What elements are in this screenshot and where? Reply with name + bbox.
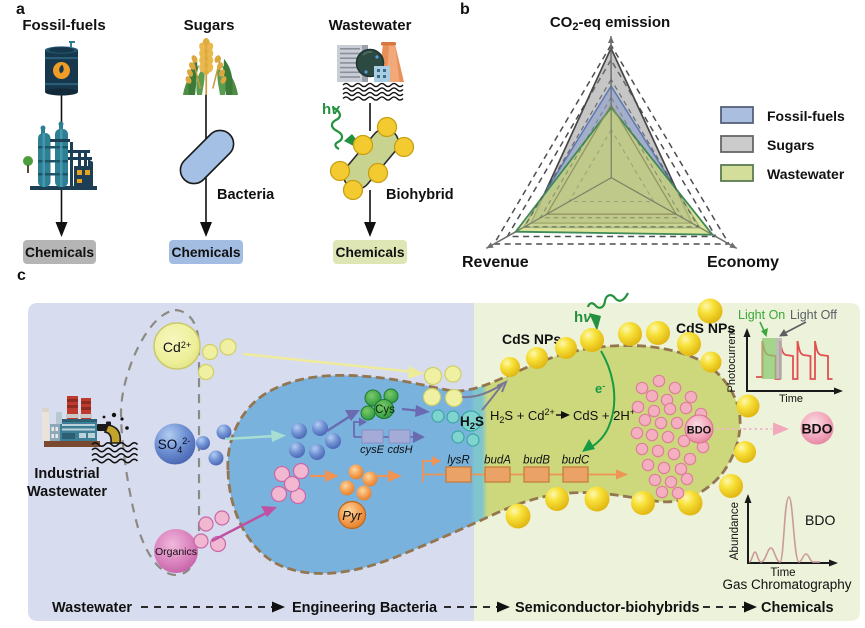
svg-text:Wastewater: Wastewater <box>27 484 107 500</box>
svg-text:CdS NPs: CdS NPs <box>502 331 561 347</box>
svg-text:Light Off: Light Off <box>790 308 838 322</box>
svg-text:Abundance: Abundance <box>729 502 741 560</box>
svg-text:Semiconductor-biohybrids: Semiconductor-biohybrids <box>515 600 700 616</box>
svg-text:BDO: BDO <box>801 421 832 437</box>
svg-text:Time: Time <box>779 393 803 405</box>
svg-text:CdS + 2H+: CdS + 2H+ <box>573 407 635 423</box>
svg-text:H2S: H2S <box>460 414 484 432</box>
svg-text:Light On: Light On <box>738 308 785 322</box>
svg-text:Chemicals: Chemicals <box>171 245 240 260</box>
svg-text:Wastewater: Wastewater <box>767 166 845 182</box>
svg-text:BDO: BDO <box>805 512 835 528</box>
svg-text:CO2-eq emission: CO2-eq emission <box>550 14 670 33</box>
svg-text:SO42-: SO42- <box>158 436 191 455</box>
svg-text:Chemicals: Chemicals <box>25 245 94 260</box>
svg-text:cdsH: cdsH <box>387 444 412 456</box>
svg-text:Industrial: Industrial <box>34 466 99 482</box>
svg-text:budB: budB <box>523 455 550 467</box>
svg-text:Wastewater: Wastewater <box>52 600 132 616</box>
svg-text:Photocurrent: Photocurrent <box>726 330 738 393</box>
svg-text:Sugars: Sugars <box>767 137 815 153</box>
svg-text:b: b <box>460 1 470 18</box>
svg-text:hv: hv <box>322 101 341 118</box>
svg-text:Sugars: Sugars <box>184 17 235 34</box>
svg-text:Chemicals: Chemicals <box>761 600 834 616</box>
svg-text:Bacteria: Bacteria <box>217 187 275 203</box>
svg-text:Fossil-fuels: Fossil-fuels <box>22 17 105 34</box>
svg-text:budA: budA <box>484 455 511 467</box>
svg-text:Biohybrid: Biohybrid <box>386 187 454 203</box>
svg-text:Cys: Cys <box>375 404 395 416</box>
svg-text:Wastewater: Wastewater <box>329 17 412 34</box>
svg-text:Pyr: Pyr <box>342 508 362 523</box>
svg-text:Fossil-fuels: Fossil-fuels <box>767 108 845 124</box>
svg-text:cysE: cysE <box>360 444 385 456</box>
svg-text:c: c <box>17 267 26 284</box>
svg-text:Chemicals: Chemicals <box>335 245 404 260</box>
svg-text:CdS NPs: CdS NPs <box>676 320 735 336</box>
svg-text:BDO: BDO <box>687 425 712 437</box>
svg-text:Engineering Bacteria: Engineering Bacteria <box>292 600 438 616</box>
svg-text:a: a <box>16 1 25 18</box>
svg-text:lysR: lysR <box>447 455 469 467</box>
svg-text:e-: e- <box>595 381 605 396</box>
svg-text:Gas Chromatography: Gas Chromatography <box>722 577 851 592</box>
svg-text:Organics: Organics <box>155 546 197 558</box>
svg-text:H2S + Cd2+: H2S + Cd2+ <box>490 407 555 425</box>
svg-text:budC: budC <box>562 455 590 467</box>
svg-text:Revenue: Revenue <box>462 254 529 271</box>
svg-text:Economy: Economy <box>707 254 779 271</box>
svg-text:Time: Time <box>770 567 795 579</box>
svg-text:hv: hv <box>574 309 593 326</box>
